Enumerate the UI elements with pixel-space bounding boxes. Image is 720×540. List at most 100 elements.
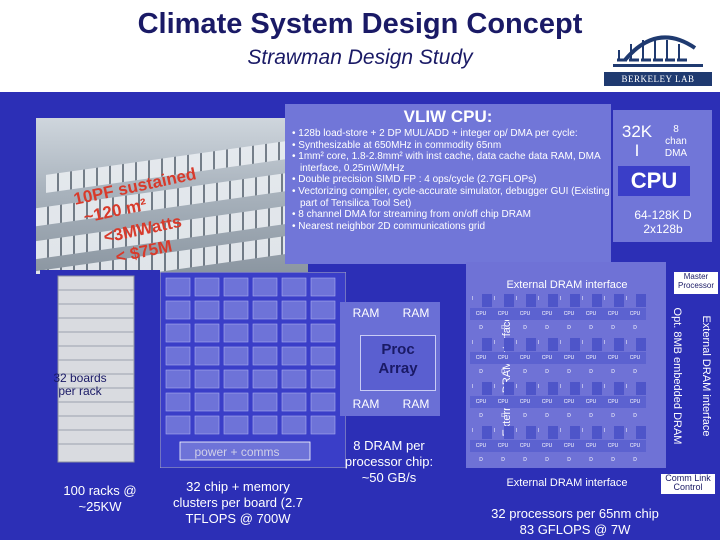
vliw-bullet: • Synthesizable at 650MHz in commodity 6… (292, 139, 502, 151)
core-icache: I (472, 384, 474, 390)
core-cpu: CPU (470, 352, 492, 364)
core-icache: I (494, 428, 496, 434)
core-dma-block (548, 294, 558, 307)
vliw-bullet: • 128b load-store + 2 DP MUL/ADD + integ… (292, 128, 578, 139)
vliw-title: VLIW CPU: (403, 107, 493, 126)
core-dcache: D (633, 413, 637, 419)
board-chip-cluster (194, 346, 220, 366)
core-dcache: D (589, 325, 593, 331)
chip-core-cell: I CPU D (470, 338, 494, 378)
board-chip-cluster (281, 369, 307, 389)
embedded-dram-label: Opt. 8MB embedded DRAM (671, 307, 683, 445)
dma-line: chan (665, 136, 687, 147)
icache-letter: I (634, 141, 640, 160)
dma-line: 8 (673, 124, 679, 135)
core-icache: I (494, 384, 496, 390)
core-cpu: CPU (558, 352, 580, 364)
core-icache: I (582, 384, 584, 390)
core-cpu: CPU (624, 396, 646, 408)
core-icache: I (626, 296, 628, 302)
proc-array-line: Proc (381, 341, 415, 358)
board-chip-cluster (281, 392, 307, 412)
ext-dram-right-label: External DRAM interface (700, 315, 712, 437)
core-dma-block (592, 426, 602, 439)
core-dcache: D (589, 369, 593, 375)
icache-size: 32K (621, 122, 653, 141)
vliw-bullet: • Vectorizing compiler, cycle-accurate s… (292, 185, 610, 209)
core-dcache: D (589, 457, 593, 463)
board-chip-cluster (281, 323, 307, 343)
core-dma-block (614, 426, 624, 439)
core-cpu: CPU (492, 352, 514, 364)
board-chip-cluster (194, 277, 220, 297)
board-chip-cluster (165, 277, 191, 297)
board-chip-cluster (165, 415, 191, 435)
caption-line: 83 GFLOPS @ 7W (519, 522, 631, 537)
board-chip-cluster (310, 346, 336, 366)
core-dcache: D (479, 325, 483, 331)
core-dma-block (504, 426, 514, 439)
core-cpu: CPU (492, 396, 514, 408)
processors-caption: 32 processors per 65nm chip 83 GFLOPS @ … (470, 506, 680, 538)
core-dma-block (504, 382, 514, 395)
core-dcache: D (501, 457, 505, 463)
berkeley-lab-logo (613, 35, 703, 67)
core-icache: I (604, 384, 606, 390)
boards-label-line: 32 boards (53, 371, 107, 385)
dcache-line: 64-128K D (634, 208, 692, 222)
board-chip-cluster (281, 346, 307, 366)
core-dcache: D (523, 457, 527, 463)
board-chip-cluster (310, 415, 336, 435)
core-dcache: D (479, 369, 483, 375)
core-icache: I (472, 340, 474, 346)
caption-line: clusters per board (2.7 (172, 495, 304, 510)
core-dcache: D (501, 369, 505, 375)
core-dcache: D (567, 369, 571, 375)
core-dma-block (548, 426, 558, 439)
board-chip-cluster (165, 392, 191, 412)
board-chip-cluster (165, 300, 191, 320)
core-icache: I (516, 340, 518, 346)
dma-channels: 8 chan DMA (656, 124, 696, 160)
core-dma-block (482, 426, 492, 439)
board-chip-cluster (223, 346, 249, 366)
core-icache: I (538, 296, 540, 302)
core-cpu: CPU (514, 440, 536, 452)
core-cpu: CPU (470, 396, 492, 408)
core-dma-block (614, 294, 624, 307)
racks-caption: 100 racks @ ~25KW (40, 483, 160, 515)
core-icache: I (582, 428, 584, 434)
vliw-panel (285, 104, 611, 264)
core-dcache: D (611, 413, 615, 419)
core-dcache: D (633, 369, 637, 375)
core-cpu: CPU (602, 352, 624, 364)
core-cpu: CPU (602, 396, 624, 408)
board-chip-cluster (252, 346, 278, 366)
core-dma-block (504, 338, 514, 351)
core-dma-block (570, 382, 580, 395)
core-dma-block (526, 294, 536, 307)
boards-per-rack-label: 32 boards per rack (40, 372, 120, 398)
ram-label: RAM (352, 306, 380, 320)
core-dcache: D (567, 325, 571, 331)
board-chip-cluster (310, 392, 336, 412)
clusters-caption: 32 chip + memory clusters per board (2.7… (158, 479, 318, 527)
vliw-bullet: • 8 channel DMA for streaming from on/of… (292, 209, 531, 221)
ram-label: RAM (402, 306, 430, 320)
machine-room-photo: 10PF sustained ~120 m² <3MWatts < $75M (36, 118, 308, 274)
